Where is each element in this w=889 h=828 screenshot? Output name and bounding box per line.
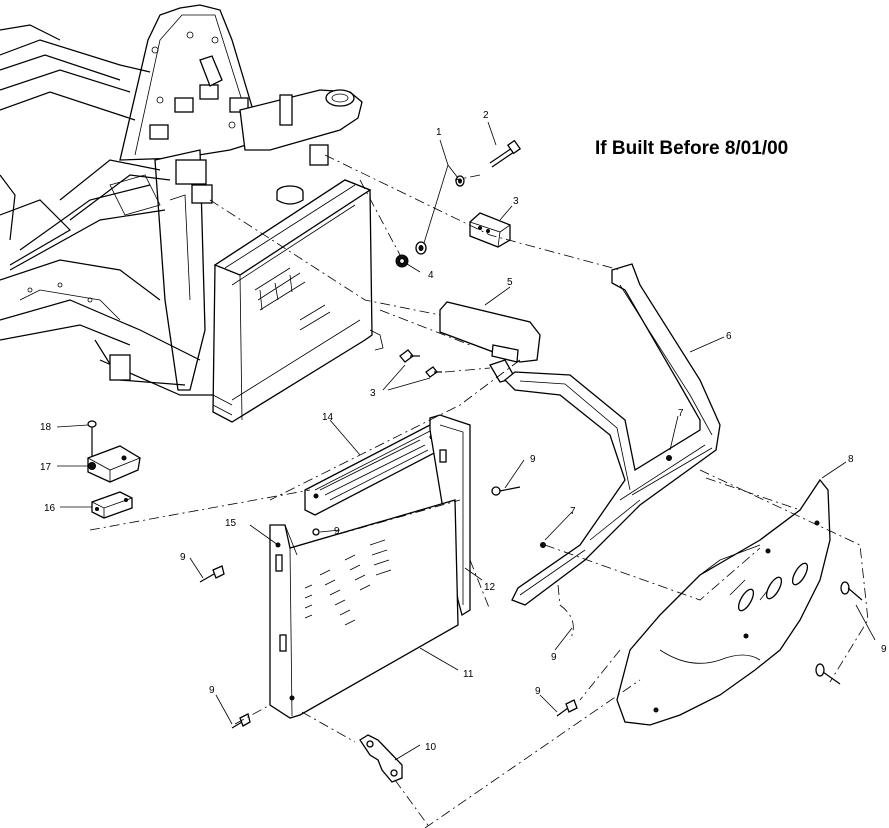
- screw-part-9-a: [199, 565, 225, 583]
- skid-plate-part-8: [616, 478, 831, 726]
- callout-9-far-right: 9: [881, 644, 887, 655]
- bracket-part-5: [439, 301, 541, 383]
- spacer-block-part-3: [469, 212, 511, 248]
- callout-labels: 1 2 3 4 5 6 3 7 7 8 14 15 9 9 9 9 9 9 9 …: [40, 110, 887, 753]
- callout-2: 2: [483, 110, 489, 121]
- nut-part-4: [395, 254, 409, 268]
- callout-9-bottom-center: 9: [535, 686, 541, 697]
- callout-17: 17: [40, 462, 52, 473]
- callout-9-center: 9: [551, 652, 557, 663]
- callout-9-panel: 9: [334, 526, 340, 537]
- screw-part-18: [87, 420, 97, 460]
- panel-part-14: [304, 424, 441, 516]
- callout-6: 6: [726, 331, 732, 342]
- callout-7-upper: 7: [678, 408, 684, 419]
- callout-11: 11: [463, 669, 474, 680]
- callout-3-rivets: 3: [370, 388, 376, 399]
- callout-8: 8: [848, 454, 854, 465]
- callout-12: 12: [484, 582, 496, 593]
- screw-part-9-d: [491, 486, 521, 496]
- washer-part-1-lower: [415, 241, 427, 255]
- callout-9-bottom-left: 9: [209, 685, 215, 696]
- frame-assembly: [0, 4, 363, 396]
- callout-4: 4: [428, 270, 434, 281]
- screw-part-9-c: [556, 699, 578, 717]
- callout-9-left: 9: [180, 552, 186, 563]
- screw-part-9-e: [840, 581, 863, 601]
- callout-10: 10: [425, 742, 437, 753]
- bracket-part-17: [87, 445, 141, 483]
- callout-7-lower: 7: [570, 506, 576, 517]
- callout-16: 16: [44, 503, 56, 514]
- bumper-tube-part-6: [504, 263, 721, 606]
- clip-part-16: [91, 491, 133, 519]
- rivets-part-3: [399, 349, 442, 378]
- screw-part-9-g: [312, 528, 320, 536]
- callout-14: 14: [322, 412, 334, 423]
- callout-5: 5: [507, 277, 513, 288]
- bolt-part-2: [489, 139, 522, 168]
- radiator: [212, 179, 384, 423]
- assembly-lines: [89, 154, 869, 828]
- diagram-title: If Built Before 8/01/00: [595, 138, 788, 159]
- callout-3: 3: [513, 196, 519, 207]
- bracket-part-10: [359, 734, 403, 783]
- callout-9-right: 9: [530, 454, 536, 465]
- callout-18: 18: [40, 422, 52, 433]
- leader-lines: [56, 121, 876, 761]
- callout-15: 15: [225, 518, 237, 529]
- callout-1: 1: [436, 127, 442, 138]
- washer-part-1-upper: [455, 175, 465, 187]
- shroud-part-11: [269, 499, 459, 719]
- screw-part-9-f: [815, 663, 841, 685]
